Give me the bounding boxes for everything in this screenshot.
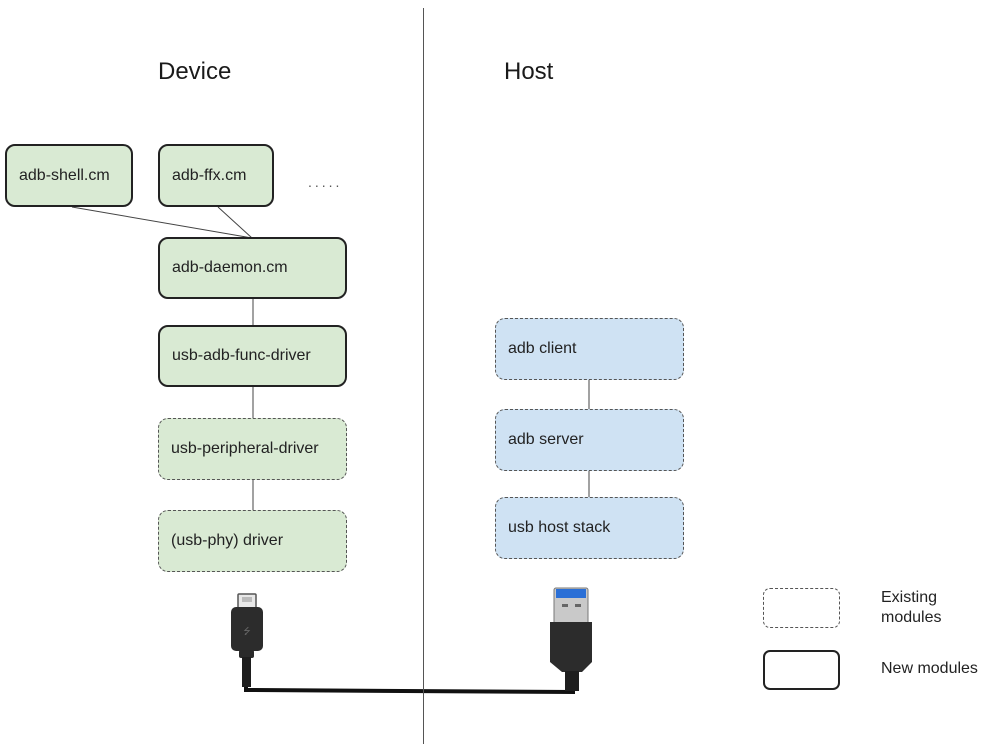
module-usb-host-stack: usb host stack [495,497,684,559]
module-label: (usb-phy) driver [171,532,284,549]
module-label: adb-shell.cm [19,166,110,184]
legend-existing-swatch [763,588,840,628]
module-usb-peripheral-driver: usb-peripheral-driver [158,418,347,480]
micro-usb-connector-icon: ⭍ [231,593,263,687]
svg-text:⭍: ⭍ [243,626,251,637]
module-adb-shell: adb-shell.cm [5,144,133,207]
module-adb-client: adb client [495,318,684,380]
module-adb-daemon: adb-daemon.cm [158,237,347,299]
module-adb-server: adb server [495,409,684,471]
module-usb-phy-driver: (usb-phy) driver [158,510,347,572]
module-label: usb-peripheral-driver [171,440,319,457]
host-heading: Host [504,58,554,85]
module-label: usb-adb-func-driver [172,347,311,364]
module-label: adb client [508,340,577,357]
more-modules-indicator: ..... [308,174,343,190]
module-label: adb server [508,431,584,448]
module-usb-adb-func-driver: usb-adb-func-driver [158,325,347,387]
legend-existing-label: Existing modules [881,589,942,626]
module-label: adb-daemon.cm [172,259,288,276]
module-label: usb host stack [508,519,611,536]
device-host-divider [423,8,424,744]
link-shell-daemon [71,206,253,239]
usb-a-connector-icon [550,587,592,691]
module-label: adb-ffx.cm [172,166,247,184]
legend-new-swatch [763,650,840,690]
module-adb-ffx: adb-ffx.cm [158,144,274,207]
legend-new-label: New modules [881,660,978,677]
usb-cable [244,655,575,695]
device-heading: Device [158,58,232,85]
link-ffx-daemon [217,206,253,239]
